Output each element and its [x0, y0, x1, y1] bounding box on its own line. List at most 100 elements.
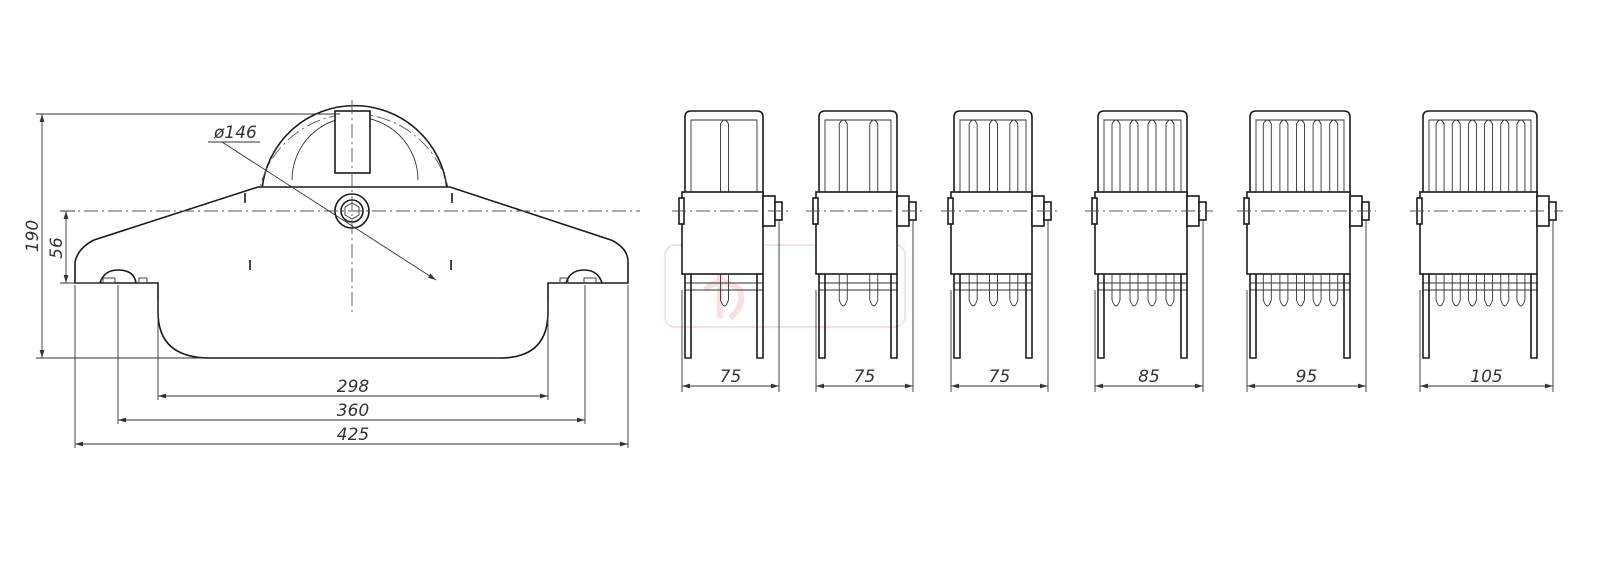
roller-groove [1484, 119, 1494, 193]
roller-groove [838, 119, 848, 193]
lower-roller [869, 274, 879, 307]
right-small-slot [559, 277, 569, 284]
diameter-leader [221, 141, 437, 281]
roller-groove [1516, 119, 1526, 193]
dim-298-label: 298 [337, 377, 370, 397]
roller-groove [1129, 119, 1139, 193]
roller-groove [1329, 119, 1339, 193]
roller-groove [1500, 119, 1510, 193]
lower-roller [1296, 274, 1305, 307]
dim-360-label: 360 [337, 401, 369, 421]
roller-groove [1009, 119, 1019, 193]
lower-roller [1467, 274, 1477, 307]
axle-height-label: 56 [47, 237, 67, 259]
roller-groove [1296, 119, 1305, 193]
frame-inner [1255, 119, 1345, 195]
leg-left [1249, 274, 1257, 359]
frame-top [818, 110, 898, 200]
leg-left [818, 274, 826, 359]
side-view-2: 75 [806, 110, 923, 392]
leg-left [1422, 274, 1430, 359]
roller-groove [720, 119, 729, 193]
right-foot [565, 269, 603, 284]
bearing-block [1094, 191, 1188, 275]
diameter-label: ø146 [213, 123, 257, 143]
leg-right [1530, 274, 1538, 359]
roller-groove [1467, 119, 1477, 193]
lower-roller [1279, 274, 1289, 307]
right-bolt-slot [583, 277, 597, 284]
side-view-1: 75 [672, 110, 789, 392]
roller-groove [989, 119, 998, 193]
roller-groove [1262, 119, 1272, 193]
frame-inner [1103, 119, 1182, 195]
roller-groove [1312, 119, 1322, 193]
lower-roller [1484, 274, 1494, 307]
left-foot [99, 269, 137, 284]
lower-roller [1312, 274, 1322, 307]
roller-groove [869, 119, 879, 193]
watermark-frame [664, 244, 906, 328]
dim-425-label: 425 [337, 425, 369, 445]
leg-left [1097, 274, 1105, 359]
frame-inner [1428, 119, 1532, 195]
frame-top [1422, 110, 1538, 200]
lower-roller [1451, 274, 1461, 307]
side-view-5: 95 [1237, 110, 1376, 392]
width-label: 75 [854, 367, 876, 387]
lower-roller [1500, 274, 1510, 307]
lower-roller [1165, 274, 1175, 307]
leg-right [1180, 274, 1188, 359]
bearing-block [681, 191, 764, 275]
lower-roller [838, 274, 848, 307]
leg-right [1343, 274, 1351, 359]
roller-groove [1451, 119, 1461, 193]
roller-groove [1111, 119, 1121, 193]
lower-roller [1435, 274, 1445, 307]
width-label: 105 [1470, 367, 1502, 387]
lower-roller [968, 274, 978, 307]
leg-left [684, 274, 692, 359]
roller-groove [968, 119, 978, 193]
roller-groove [1435, 119, 1445, 193]
side-view-4: 85 [1085, 110, 1213, 392]
leg-right [890, 274, 898, 359]
roller-groove [1165, 119, 1175, 193]
side-views: 75 75 75 85 95 105 [672, 110, 1563, 392]
frame-top [1097, 110, 1188, 200]
frame-top [1249, 110, 1351, 200]
bearing-block [1419, 191, 1538, 275]
lower-roller [1129, 274, 1139, 307]
bearing-block [950, 191, 1033, 275]
height-label: 190 [23, 220, 43, 252]
left-small-slot [138, 277, 148, 284]
lower-roller [1262, 274, 1272, 307]
lower-roller [1147, 274, 1157, 307]
top-bracket [334, 110, 371, 174]
width-label: 85 [1138, 367, 1160, 387]
lower-roller [1009, 274, 1019, 307]
roller-outline [261, 104, 448, 190]
frame-inner [959, 119, 1027, 195]
frame-top [684, 110, 764, 200]
frame-inner [690, 119, 758, 195]
lower-roller [1111, 274, 1121, 307]
bearing-block [1246, 191, 1351, 275]
lower-roller [720, 274, 729, 307]
left-bolt-slot [102, 277, 116, 284]
front-view: ø146 190 56 298 360 425 [23, 100, 640, 448]
axle-hex [344, 202, 360, 220]
side-view-6: 105 [1410, 110, 1563, 392]
width-label: 75 [720, 367, 742, 387]
bearing-block [815, 191, 898, 275]
frame-top [953, 110, 1033, 200]
lower-roller [989, 274, 998, 307]
frame-inner [824, 119, 892, 195]
width-label: 75 [989, 367, 1011, 387]
leg-left [953, 274, 961, 359]
lower-roller [1516, 274, 1526, 307]
leg-right [756, 274, 764, 359]
roller-groove [1279, 119, 1289, 193]
lower-roller [1329, 274, 1339, 307]
